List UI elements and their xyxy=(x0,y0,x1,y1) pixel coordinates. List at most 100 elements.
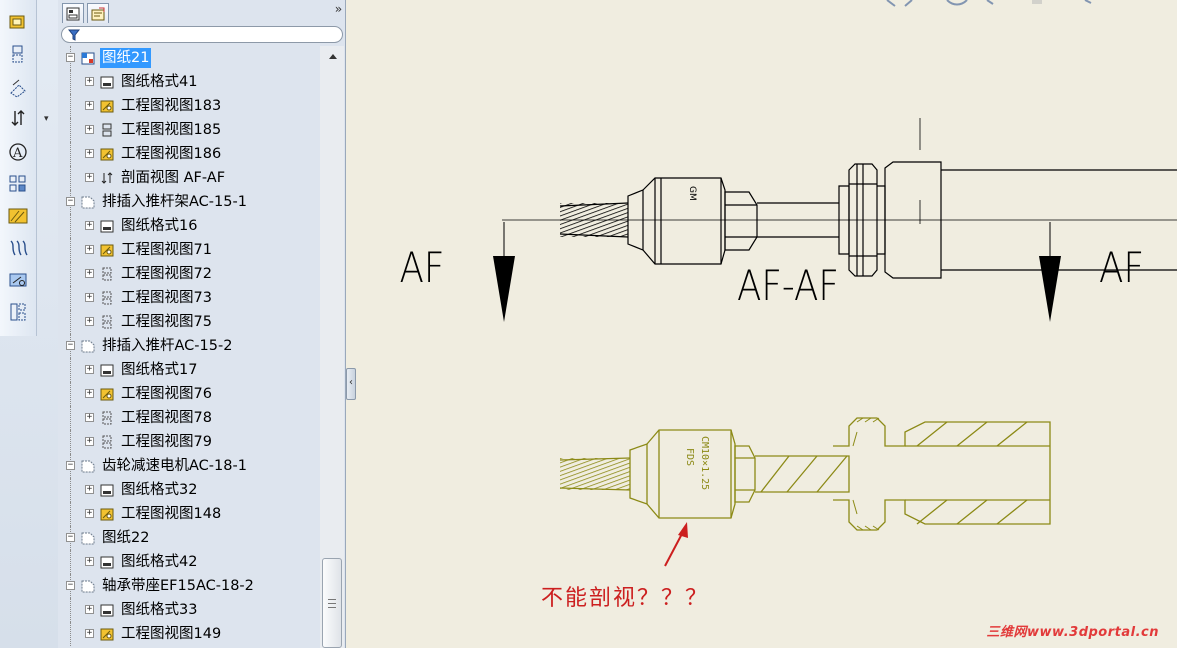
tree-view-node[interactable]: + 工程图视图76 xyxy=(58,382,320,406)
model-view-icon[interactable] xyxy=(6,10,30,34)
tree-sheet-node[interactable]: − 排插入推杆架AC-15-1 xyxy=(58,190,320,214)
tree-node-label: 工程图视图149 xyxy=(121,626,222,642)
watermark: 三维网www.3dportal.cn xyxy=(986,625,1159,640)
tree-view-node[interactable]: +工程图视图183 xyxy=(58,94,320,118)
drawing-canvas[interactable]: GM AF A xyxy=(357,0,1177,648)
sheet-format-icon xyxy=(99,362,115,378)
collapse-icon[interactable]: − xyxy=(66,460,75,470)
standard-views-icon[interactable] xyxy=(6,172,30,196)
tree-node-label: 图纸格式17 xyxy=(121,362,198,378)
tree-node-label: 图纸21 xyxy=(100,48,152,68)
expand-icon[interactable]: + xyxy=(85,148,94,158)
scroll-thumb[interactable] xyxy=(322,558,342,648)
toolbar-dropdown-arrow-icon[interactable]: ▾ xyxy=(44,114,49,124)
expand-icon[interactable]: + xyxy=(85,364,94,374)
property-manager-tab[interactable] xyxy=(87,3,109,23)
tree-view-node[interactable]: +工程图视图78 xyxy=(58,406,320,430)
expand-icon[interactable]: + xyxy=(85,556,94,566)
pane-splitter-handle[interactable]: ‹ xyxy=(346,368,356,400)
section-view-af-af[interactable] xyxy=(559,417,1051,531)
tree-node-label: 排插入推杆架AC-15-1 xyxy=(102,194,247,210)
tree-view-node[interactable]: +图纸格式42 xyxy=(58,550,320,574)
tree-scrollbar[interactable] xyxy=(320,46,344,648)
tree-guide-line xyxy=(70,478,71,502)
tree-node-label: 工程图视图71 xyxy=(121,242,212,258)
expand-icon[interactable]: + xyxy=(85,220,94,230)
expand-icon[interactable]: + xyxy=(85,316,94,326)
collapse-icon[interactable]: − xyxy=(66,52,75,62)
tree-node-label: 排插入推杆AC-15-2 xyxy=(102,338,233,354)
tree-node-label: 图纸格式33 xyxy=(121,602,198,618)
tree-sheet-node[interactable]: − 排插入推杆AC-15-2 xyxy=(58,334,320,358)
drawing-sheet: GM AF A xyxy=(400,0,1177,567)
tree-guide-line xyxy=(70,118,71,142)
expand-icon[interactable]: + xyxy=(85,388,94,398)
tree-view-node[interactable]: +工程图视图148 xyxy=(58,502,320,526)
tree-guide-line xyxy=(70,502,71,526)
tree-view-node[interactable]: + 图纸格式17 xyxy=(58,358,320,382)
expand-icon[interactable]: + xyxy=(85,268,94,278)
tree-filter-input[interactable] xyxy=(61,26,343,43)
tree-sheet-node[interactable]: − 齿轮减速电机AC-18-1 xyxy=(58,454,320,478)
collapse-icon[interactable]: − xyxy=(66,340,75,350)
scroll-up-arrow-icon[interactable] xyxy=(329,54,337,59)
tree-view-node[interactable]: +工程图视图75 xyxy=(58,310,320,334)
tree-node-label: 剖面视图 AF-AF xyxy=(121,170,226,186)
sheet-icon xyxy=(80,194,96,210)
tree-guide-line xyxy=(70,622,71,646)
auxiliary-view-icon[interactable] xyxy=(6,76,30,100)
sheet-format-icon xyxy=(99,218,115,234)
tree-view-node[interactable]: +图纸格式41 xyxy=(58,70,320,94)
broken-out-section-icon[interactable] xyxy=(6,204,30,228)
collapse-panel-icon[interactable]: » xyxy=(334,2,342,16)
sheet-format-icon xyxy=(99,602,115,618)
expand-icon[interactable]: + xyxy=(85,628,94,638)
section-parent-view-icon xyxy=(99,122,115,138)
tree-view-node[interactable]: +工程图视图73 xyxy=(58,286,320,310)
collapse-icon[interactable]: − xyxy=(66,532,75,542)
expand-icon[interactable]: + xyxy=(85,76,94,86)
collapse-icon[interactable]: − xyxy=(66,580,75,590)
tree-view-node[interactable]: + 图纸格式33 xyxy=(58,598,320,622)
tree-view-node[interactable]: +图纸格式32 xyxy=(58,478,320,502)
collapse-icon[interactable]: − xyxy=(66,196,75,206)
expand-icon[interactable]: + xyxy=(85,508,94,518)
section-view-icon[interactable] xyxy=(6,106,30,130)
tree-node-label: 齿轮减速电机AC-18-1 xyxy=(102,458,247,474)
tree-guide-line xyxy=(70,310,71,334)
tree-view-node[interactable]: + 工程图视图71 xyxy=(58,238,320,262)
section-view-icon xyxy=(99,170,115,186)
expand-icon[interactable]: + xyxy=(85,292,94,302)
drawing-view-icon xyxy=(99,146,115,162)
tree-view-node[interactable]: +工程图视图72 xyxy=(58,262,320,286)
tree-view-node[interactable]: +工程图视图185 xyxy=(58,118,320,142)
detail-view-icon[interactable]: A xyxy=(6,140,30,164)
tree-node-label: 工程图视图76 xyxy=(121,386,212,402)
break-icon[interactable] xyxy=(6,236,30,260)
tree-view-node[interactable]: + 剖面视图 AF-AF xyxy=(58,166,320,190)
sheet-icon xyxy=(80,578,96,594)
expand-icon[interactable]: + xyxy=(85,100,94,110)
expand-icon[interactable]: + xyxy=(85,412,94,422)
expand-icon[interactable]: + xyxy=(85,436,94,446)
feature-manager-tab[interactable] xyxy=(62,3,84,23)
expand-icon[interactable]: + xyxy=(85,604,94,614)
expand-icon[interactable]: + xyxy=(85,172,94,182)
projected-view-icon[interactable] xyxy=(6,42,30,66)
tree-view-node[interactable]: +工程图视图79 xyxy=(58,430,320,454)
tree-sheet-node[interactable]: −图纸22 xyxy=(58,526,320,550)
tree-view-node[interactable]: + 工程图视图149 xyxy=(58,622,320,646)
thread-spec-label: CM10×1.25 xyxy=(699,436,710,490)
svg-text:A: A xyxy=(12,146,23,161)
expand-icon[interactable]: + xyxy=(85,124,94,134)
crop-view-icon[interactable] xyxy=(6,268,30,292)
expand-icon[interactable]: + xyxy=(85,484,94,494)
sheet-format-icon xyxy=(99,74,115,90)
tree-guide-line xyxy=(70,286,71,310)
tree-sheet-node[interactable]: − 图纸21 xyxy=(58,46,320,70)
tree-sheet-node[interactable]: −轴承带座EF15AC-18-2 xyxy=(58,574,320,598)
tree-view-node[interactable]: +工程图视图186 xyxy=(58,142,320,166)
alternate-position-icon[interactable] xyxy=(6,300,30,324)
tree-view-node[interactable]: +图纸格式16 xyxy=(58,214,320,238)
expand-icon[interactable]: + xyxy=(85,244,94,254)
